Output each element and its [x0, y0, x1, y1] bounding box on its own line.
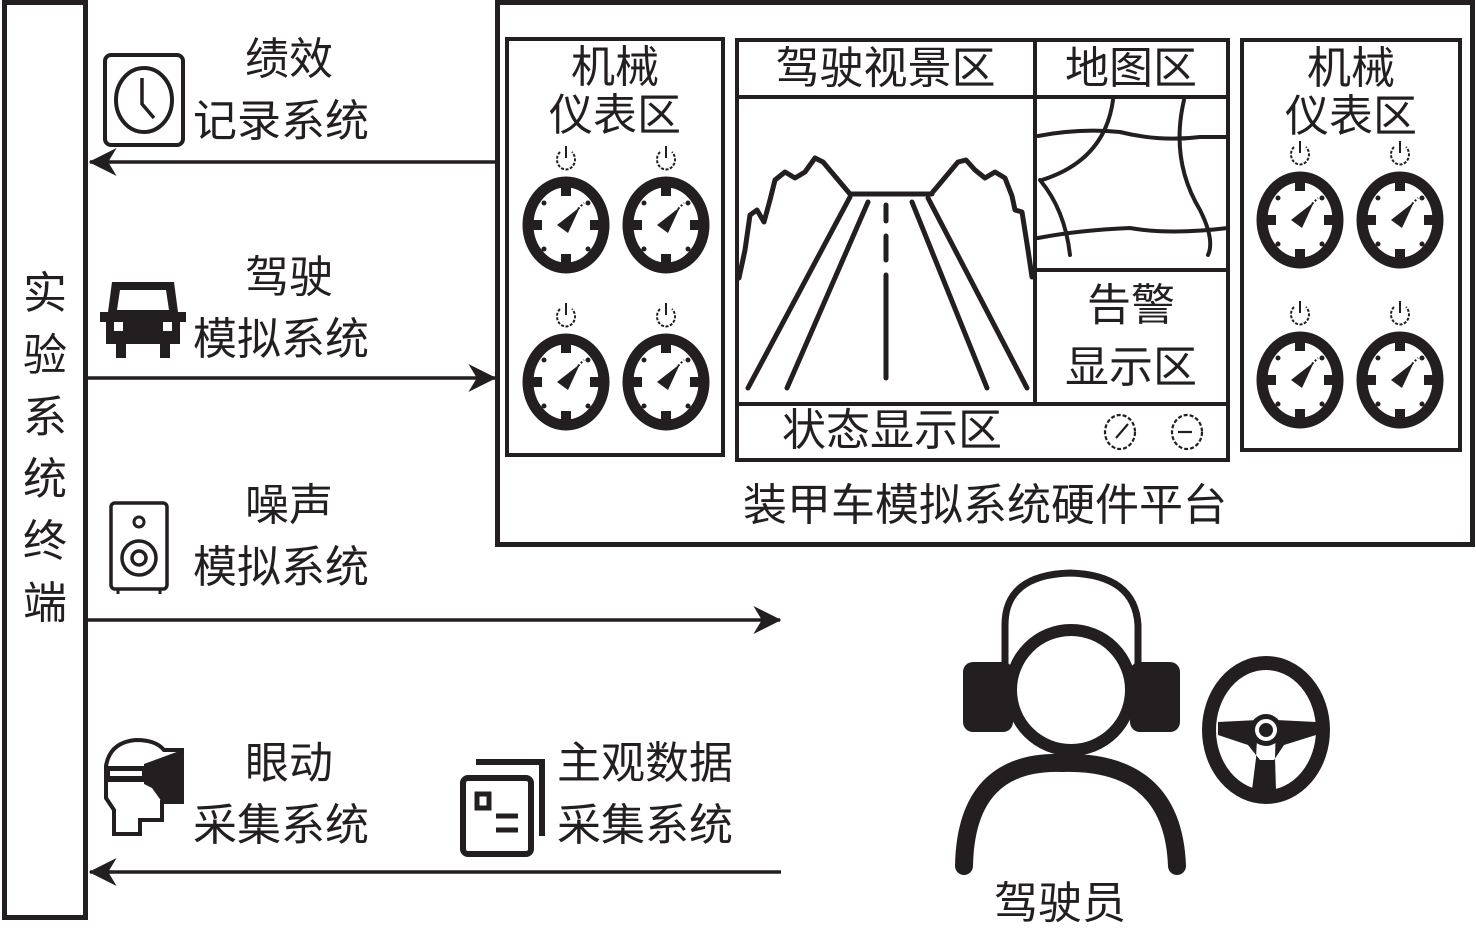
driving-system-label-line1: 驾驶 [245, 252, 333, 303]
left-gauge-title-line2: 仪表区 [549, 90, 681, 141]
subjective-data-label-line1: 主观数据 [557, 738, 733, 789]
head-vr-icon [104, 737, 184, 836]
speaker-icon [109, 501, 169, 594]
map-area-title: 地图区 [1065, 43, 1197, 94]
driver-label: 驾驶员 [994, 878, 1126, 929]
form-document-icon [460, 759, 545, 857]
terminal-label-char: 验 [23, 330, 67, 381]
experiment-terminal: 实 验 系 统 终 端 [2, 0, 88, 920]
right-gauge-title-line1: 机械 [1307, 43, 1395, 94]
status-area-title: 状态显示区 [782, 405, 1002, 456]
subjective-data-label-line2: 采集系统 [557, 800, 733, 851]
terminal-label-char: 实 [23, 268, 67, 319]
terminal-label-char: 端 [23, 578, 67, 629]
central-display [735, 38, 1230, 462]
platform-title: 装甲车模拟系统硬件平台 [743, 480, 1227, 531]
noise-system-label-line1: 噪声 [245, 480, 333, 531]
right-gauge-title-line2: 仪表区 [1285, 91, 1417, 142]
terminal-label-char: 统 [23, 454, 67, 505]
right-gauge-area: 机械 仪表区 [1240, 38, 1462, 452]
performance-system-label-line1: 绩效 [245, 34, 333, 85]
driving-view-title: 驾驶视景区 [775, 43, 996, 94]
performance-system-label-line2: 记录系统 [193, 96, 369, 147]
terminal-label-char: 系 [23, 392, 67, 443]
alarm-area-title-line2: 显示区 [1065, 342, 1197, 393]
noise-system-label-line2: 模拟系统 [193, 542, 369, 593]
eye-tracking-label-line1: 眼动 [245, 738, 333, 789]
left-gauge-area: 机械 仪表区 [505, 37, 725, 457]
driving-system-label-line2: 模拟系统 [193, 314, 369, 365]
car-icon [100, 282, 186, 358]
eye-tracking-label-line2: 采集系统 [193, 800, 369, 851]
left-gauge-title-line1: 机械 [571, 42, 659, 93]
clock-icon [103, 53, 185, 147]
terminal-label: 实 验 系 统 终 端 [20, 263, 70, 635]
alarm-area-title-line1: 告警 [1087, 280, 1175, 331]
terminal-label-char: 终 [23, 516, 67, 567]
